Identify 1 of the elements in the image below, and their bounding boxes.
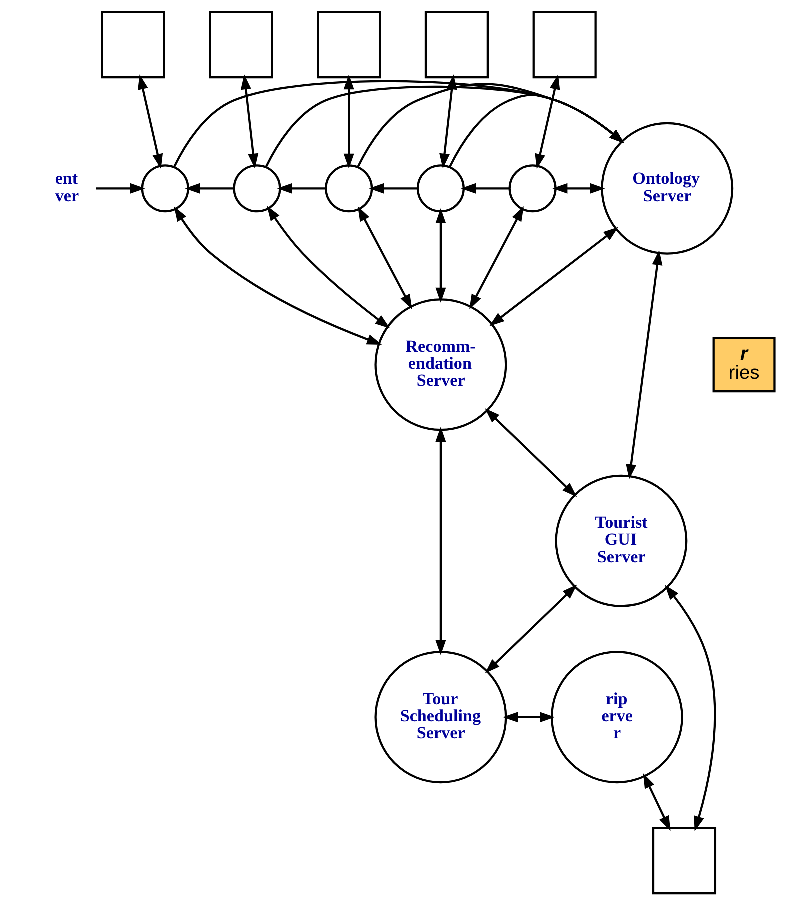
node-text: ent ver [54,169,79,206]
